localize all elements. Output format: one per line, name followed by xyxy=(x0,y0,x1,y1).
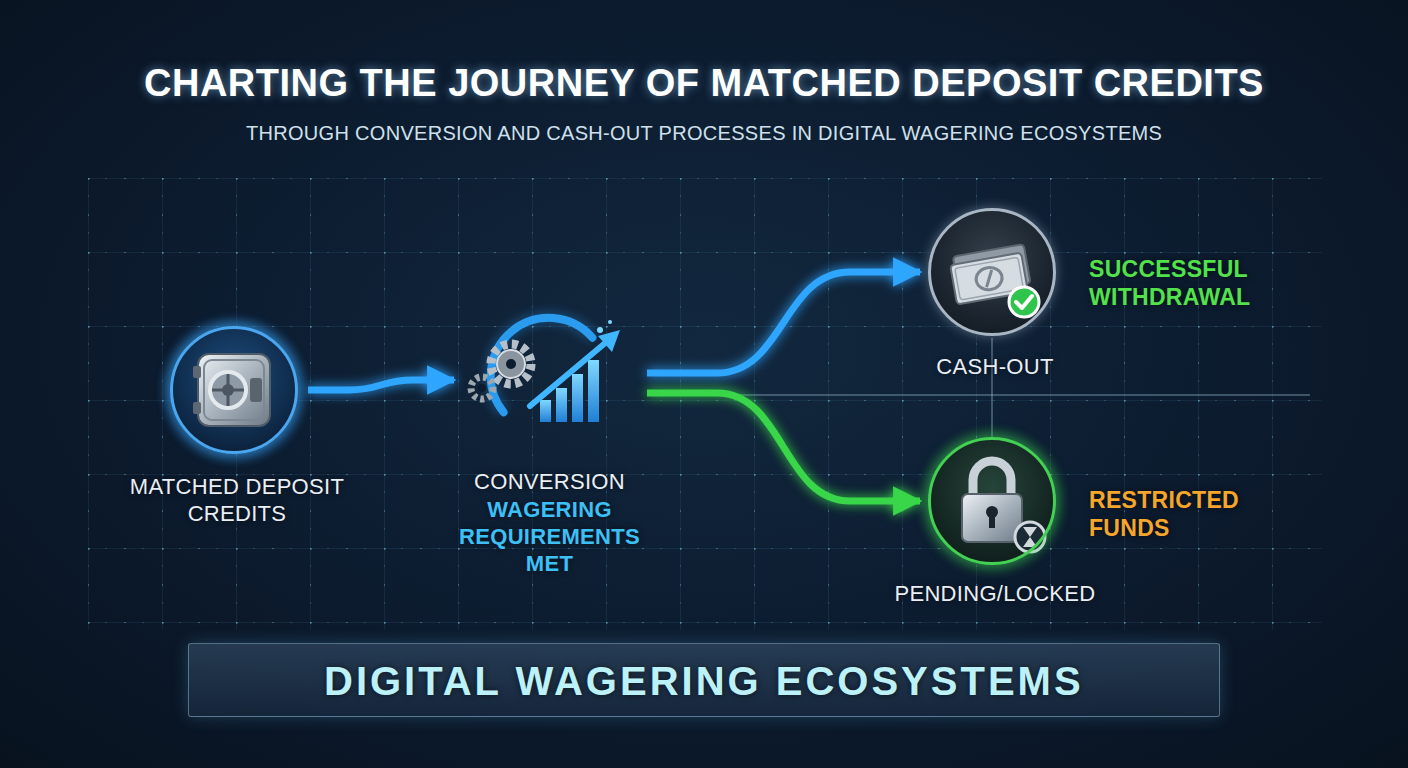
process-icon: CONVERSIONWAGERING REQUIREMENTS MET xyxy=(462,300,637,460)
node-label: CASH-OUT xyxy=(875,353,1115,380)
title: CHARTING THE JOURNEY OF MATCHED DEPOSIT … xyxy=(144,62,1264,105)
grid-highlight xyxy=(650,394,1310,396)
stage-circle: CASH-OUTSUCCESSFUL WITHDRAWAL xyxy=(928,208,1056,336)
node-label: MATCHED DEPOSIT CREDITS xyxy=(127,473,347,527)
subtitle: THROUGH CONVERSION AND CASH-OUT PROCESSE… xyxy=(246,122,1162,145)
banner: DIGITAL WAGERING ECOSYSTEMS xyxy=(188,643,1220,717)
lock-icon xyxy=(922,431,1062,571)
stage-circle: MATCHED DEPOSIT CREDITS xyxy=(170,326,298,454)
flow-arrow xyxy=(308,380,454,390)
vault-icon xyxy=(164,320,304,460)
grid-highlight xyxy=(991,338,993,437)
status-label: SUCCESSFUL WITHDRAWAL xyxy=(1089,255,1309,311)
status-label: WAGERING REQUIREMENTS MET xyxy=(442,496,657,577)
conversion-icon xyxy=(471,318,620,422)
grid xyxy=(88,178,1322,630)
cash-icon xyxy=(929,209,1055,335)
status-label: RESTRICTED FUNDS xyxy=(1089,486,1309,542)
flow-arrow xyxy=(647,272,920,373)
flow-arrow xyxy=(647,393,920,501)
banner-text: DIGITAL WAGERING ECOSYSTEMS xyxy=(324,644,1084,718)
stage-circle: PENDING/LOCKEDRESTRICTED FUNDS xyxy=(928,437,1056,565)
node-label: PENDING/LOCKED xyxy=(865,580,1125,607)
node-label: CONVERSION xyxy=(427,468,672,495)
